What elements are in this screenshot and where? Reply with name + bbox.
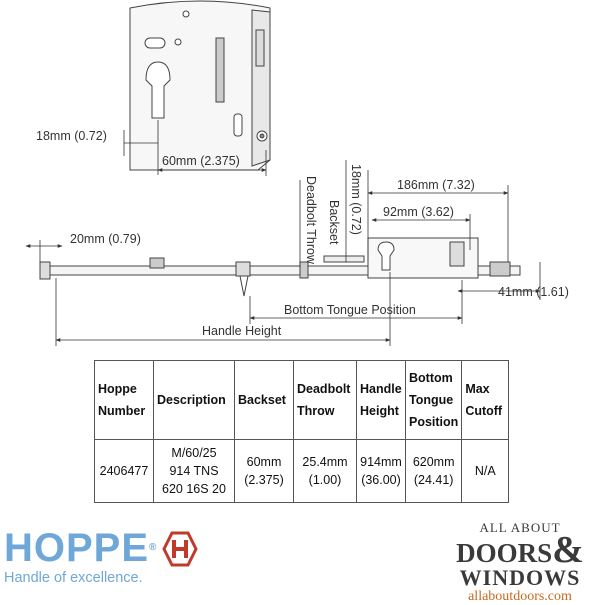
- technical-drawing: 18mm (0.72) 60mm (2.375) 20mm (0.79) Dea…: [25, 0, 569, 346]
- label-20mm: 20mm (0.79): [70, 232, 141, 246]
- table-row: 2406477 M/60/25 914 TNS 620 16S 20 60mm …: [94, 439, 510, 503]
- table-header-row: Hoppe Number Description Backset Deadbol…: [94, 360, 510, 440]
- label-41mm: 41mm (1.61): [498, 285, 569, 299]
- label-60mm: 60mm (2.375): [162, 154, 240, 168]
- header-deadbolt-throw: Deadbolt Throw: [293, 360, 357, 440]
- cell-backset: 60mm (2.375): [234, 439, 294, 503]
- cell-number: 2406477: [94, 439, 154, 503]
- aad-all-about: ALL ABOUT: [479, 520, 561, 535]
- faceplate-detail: [129, 0, 271, 171]
- dimension-92mm: [371, 214, 471, 250]
- cell-handle: 914mm (36.00): [356, 439, 406, 503]
- header-backset: Backset: [234, 360, 294, 440]
- dimension-186mm: [367, 185, 509, 262]
- allaboutdoors-logo: ALL ABOUT DOORS& WINDOWS allaboutdoors.c…: [440, 520, 600, 605]
- label-18mm-vertical: 18mm (0.72): [349, 164, 363, 235]
- label-backset: Backset: [327, 200, 341, 245]
- dimension-60mm: [157, 150, 267, 176]
- aad-doors: DOORS&: [456, 529, 584, 571]
- header-bottom-tongue: Bottom Tongue Position: [404, 360, 463, 440]
- dimension-18mm-top: [123, 120, 159, 175]
- lock-strip: [39, 237, 521, 297]
- label-18mm-top: 18mm (0.72): [36, 129, 107, 143]
- header-max-cutoff: Max Cutoff: [461, 360, 510, 440]
- label-deadbolt-throw: Deadbolt Throw: [304, 176, 318, 265]
- hoppe-tagline: Handle of excellence.: [4, 570, 143, 586]
- cell-deadbolt: 25.4mm (1.00): [293, 439, 357, 503]
- hoppe-hexagon-icon: [162, 531, 198, 567]
- hoppe-logo: HOPPE® Handle of excellence.: [4, 528, 157, 586]
- cell-cutoff: N/A: [461, 439, 510, 503]
- hoppe-wordmark: HOPPE®: [4, 526, 158, 570]
- dimension-20mm: [25, 240, 63, 262]
- spec-table: Hoppe Number Description Backset Deadbol…: [94, 360, 510, 503]
- dimension-41mm: [457, 262, 541, 300]
- label-186mm: 186mm (7.32): [397, 178, 475, 192]
- cell-tongue: 620mm (24.41): [404, 439, 463, 503]
- vertical-dimension-lines: [299, 160, 369, 268]
- dimension-handle-height: [55, 272, 391, 346]
- cell-description: M/60/25 914 TNS 620 16S 20: [153, 439, 235, 503]
- label-bottom-tongue: Bottom Tongue Position: [284, 303, 416, 317]
- aad-url: allaboutdoors.com: [468, 589, 572, 604]
- header-hoppe-number: Hoppe Number: [94, 360, 154, 440]
- label-92mm: 92mm (3.62): [383, 205, 454, 219]
- label-handle-height: Handle Height: [202, 324, 282, 338]
- dimension-bottom-tongue: [249, 280, 463, 324]
- header-handle-height: Handle Height: [356, 360, 406, 440]
- header-description: Description: [153, 360, 235, 440]
- aad-windows: WINDOWS: [459, 565, 581, 590]
